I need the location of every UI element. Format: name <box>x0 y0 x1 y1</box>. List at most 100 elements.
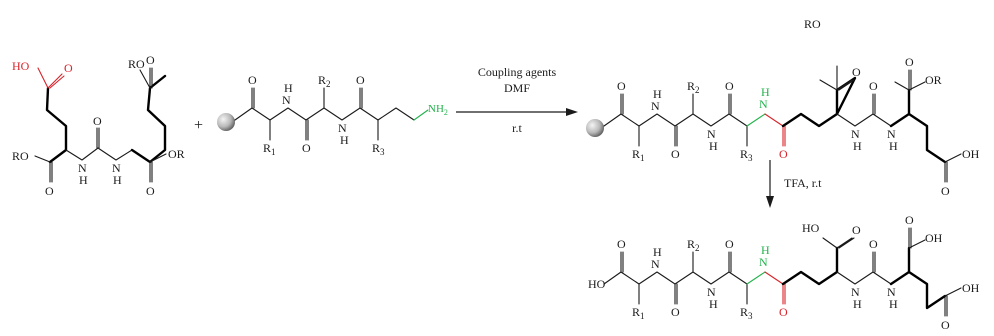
int-label-o6: O <box>941 184 950 198</box>
int-label-n3: N <box>851 127 860 141</box>
arrow-1-head <box>566 108 578 116</box>
product-amide-carbonyl <box>764 271 786 305</box>
int-label-h1: H <box>653 87 662 101</box>
intermediate-side-chains <box>638 93 748 147</box>
int-label-o3: O <box>725 79 734 93</box>
int-label-h4: H <box>889 139 898 153</box>
label-n-urea2: N <box>112 161 121 175</box>
prod-label-o3: O <box>725 237 734 251</box>
prod-label-h-green: H <box>761 243 770 257</box>
int-label-o-red: O <box>779 147 788 161</box>
resin-bead <box>217 113 235 131</box>
label-o-aa3: O <box>356 73 365 87</box>
product-terminal-acid-2 <box>944 287 962 317</box>
prod-label-h4: H <box>889 297 898 311</box>
int-label-r1: R1 <box>632 147 645 163</box>
intermediate-backbone <box>603 113 748 127</box>
product-carbonyls <box>620 251 732 305</box>
reactant-2-resin-peptide: O N H R1 O R2 N H O R3 NH2 <box>217 73 448 157</box>
prod-label-o-urea: O <box>869 237 878 251</box>
product-urea <box>836 251 892 285</box>
linked-glu-ester <box>819 65 855 91</box>
terminal-acid <box>944 153 962 183</box>
label-o-urea: O <box>93 114 102 128</box>
prod-label-n2: N <box>707 285 716 299</box>
prod-label-oh-1: OH <box>925 231 943 245</box>
label-nh2: NH2 <box>428 103 448 117</box>
int-label-n-green: N <box>759 97 768 111</box>
arrow-2-head <box>766 196 774 208</box>
reaction-arrow-2: TFA, r.t <box>766 160 822 208</box>
label-o-right: O <box>146 184 155 198</box>
prod-label-o4: O <box>852 223 861 237</box>
prod-label-r1: R1 <box>632 305 645 321</box>
int-label-h3: H <box>853 139 862 153</box>
label-r1: R1 <box>263 141 276 157</box>
resin-bead-2 <box>586 119 604 137</box>
product-deprotected-conjugate: HO O N H R1 O R2 N H O R3 N H O HO O O N… <box>588 213 980 332</box>
label-o-aa1: O <box>248 73 257 87</box>
terminal-glu-chain <box>889 88 947 164</box>
prod-label-o2: O <box>671 305 680 319</box>
label-ro-top: RO <box>128 57 145 71</box>
int-label-o1: O <box>617 79 626 93</box>
intermediate-urea <box>836 93 892 127</box>
prod-label-n4: N <box>887 285 896 299</box>
label-r3: R3 <box>372 141 385 157</box>
int-label-o2: O <box>671 147 680 161</box>
product-side-chains <box>638 251 748 305</box>
int-label-h2: H <box>709 139 718 153</box>
label-ro-left: RO <box>12 149 29 163</box>
int-label-o4: O <box>852 65 861 79</box>
label-o-top: O <box>146 53 155 67</box>
prod-label-o-red: O <box>779 305 788 319</box>
int-label-n2: N <box>707 127 716 141</box>
product-terminal-acid-1 <box>908 227 926 249</box>
int-label-r2: R2 <box>687 79 700 95</box>
label-or-right: OR <box>168 147 185 161</box>
intermediate-resin-conjugate: O N H R1 O R2 N H O R3 N H O RO O O N H … <box>586 17 980 198</box>
prod-label-h3: H <box>853 297 862 311</box>
reagent-label: Coupling agents <box>478 65 557 79</box>
prod-label-n3: N <box>851 285 860 299</box>
reaction-arrow-1: Coupling agents DMF r.t <box>456 65 578 135</box>
label-ho-red: HO <box>12 59 30 73</box>
prod-label-o5: O <box>905 213 914 227</box>
int-label-oh: OH <box>962 147 980 161</box>
condition-1-label: r.t <box>512 121 522 135</box>
int-label-o-urea: O <box>869 79 878 93</box>
int-label-h-green: H <box>761 85 770 99</box>
new-amide-carbonyl <box>764 113 786 147</box>
prod-label-r3: R3 <box>740 305 753 321</box>
reactant-1-protected-urea: HO O RO O N H O N H RO O O OR <box>12 53 185 198</box>
right-ester <box>149 153 167 183</box>
free-amine-bond <box>413 109 429 121</box>
product-glu-chain <box>781 246 839 286</box>
label-o-red: O <box>64 61 73 75</box>
label-o-left: O <box>45 184 54 198</box>
left-side-chain <box>45 86 68 164</box>
left-ester <box>34 155 53 183</box>
label-n-aa1: N <box>282 93 291 107</box>
label-o-aa2: O <box>302 141 311 155</box>
product-backbone <box>603 271 748 285</box>
left-free-acid <box>37 67 65 89</box>
int-label-or: OR <box>925 73 942 87</box>
label-r2: R2 <box>318 73 331 89</box>
urea-core <box>65 127 133 161</box>
prod-label-o1: O <box>617 237 626 251</box>
product-terminal-chain <box>889 246 947 310</box>
condition-2-label: TFA, r.t <box>784 176 822 190</box>
int-label-n4: N <box>887 127 896 141</box>
prod-label-h2: H <box>709 297 718 311</box>
product-glu-acid <box>822 237 855 249</box>
prod-label-ho-2: HO <box>802 221 820 235</box>
plus-sign: + <box>194 117 203 134</box>
right-side-chain <box>130 74 167 164</box>
label-h-urea1: H <box>79 173 88 187</box>
peptide-carbonyls <box>251 87 363 141</box>
new-amide-nh-bond <box>746 113 766 127</box>
prod-label-n1: N <box>651 257 660 271</box>
prod-label-r2: R2 <box>687 237 700 253</box>
